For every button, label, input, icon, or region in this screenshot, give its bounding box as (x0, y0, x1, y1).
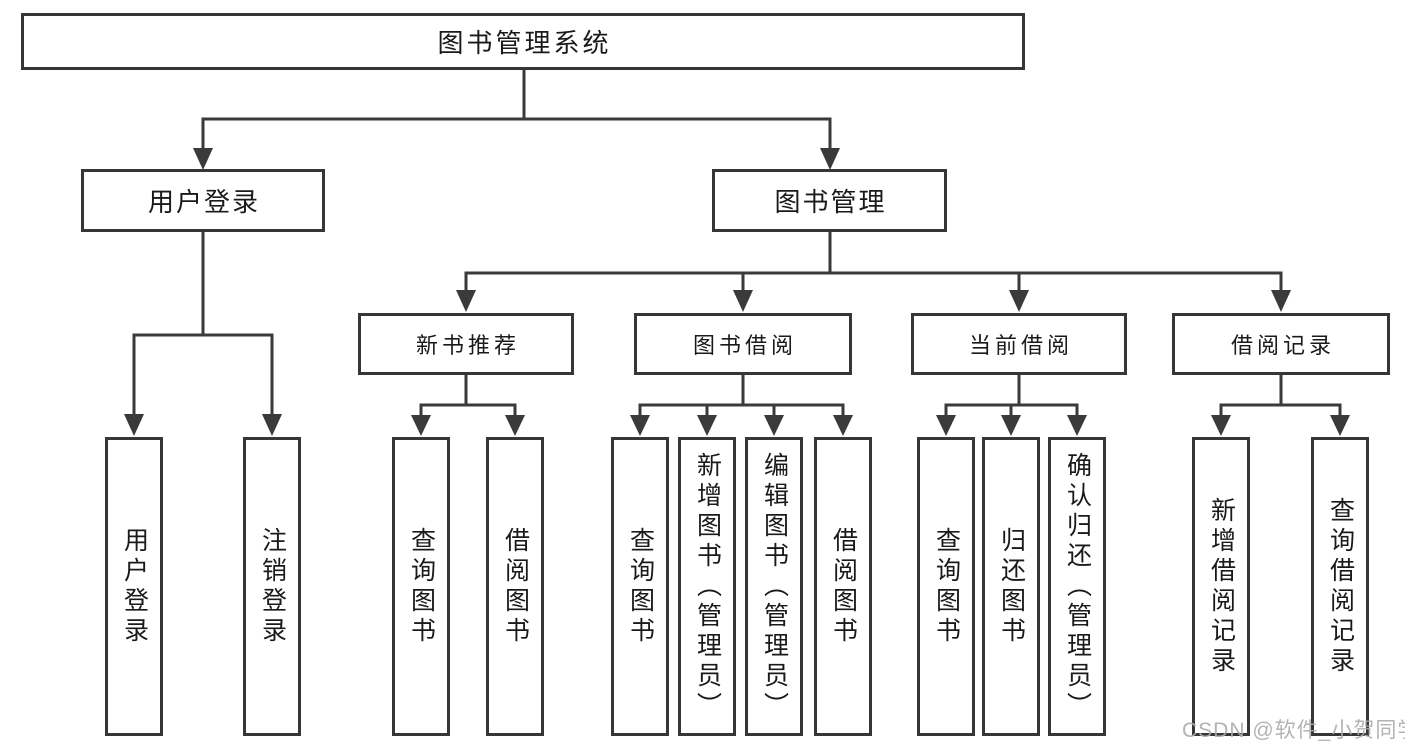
leaf-return-books: 归还图书 (982, 437, 1040, 736)
leaf-borrow-books-2: 借阅图书 (814, 437, 872, 736)
connector-new-book-recommend-children (411, 375, 525, 436)
connector-user-login-children (124, 232, 282, 436)
leaf-confirm-return-admin: 确认归还（管理员） (1048, 437, 1106, 736)
node-label: 新增图书（管理员） (693, 451, 722, 722)
node-label: 新增借阅记录 (1207, 496, 1236, 677)
leaf-query-books-1: 查询图书 (392, 437, 450, 736)
node-label: 查询借阅记录 (1326, 496, 1355, 677)
node-label: 确认归还（管理员） (1063, 451, 1092, 722)
connector-root-to-level2 (193, 70, 840, 170)
connector-book-borrowing-children (630, 375, 853, 436)
leaf-logout: 注销登录 (243, 437, 301, 736)
node-label: 图书借阅 (692, 333, 797, 358)
leaf-query-books-3: 查询图书 (917, 437, 975, 736)
node-label: 查询图书 (626, 526, 655, 647)
node-label: 注销登录 (258, 526, 287, 647)
node-user-login: 用户登录 (81, 169, 325, 232)
node-label: 图书管理 (774, 187, 887, 217)
node-label: 查询图书 (407, 526, 436, 647)
node-label: 编辑图书（管理员） (760, 451, 789, 722)
node-label: 借阅图书 (829, 526, 858, 647)
node-label: 当前借阅 (968, 333, 1073, 358)
leaf-borrow-books-1: 借阅图书 (486, 437, 544, 736)
node-label: 借阅图书 (501, 526, 530, 647)
leaf-add-books-admin: 新增图书（管理员） (678, 437, 736, 736)
leaf-query-books-2: 查询图书 (611, 437, 669, 736)
node-label: 用户登录 (120, 526, 149, 647)
connector-borrowing-records-children (1211, 375, 1350, 436)
node-book-management: 图书管理 (712, 169, 947, 232)
node-label: 图书管理系统 (437, 28, 612, 58)
node-borrowing-records: 借阅记录 (1172, 313, 1390, 375)
node-label: 归还图书 (997, 526, 1026, 647)
node-label: 用户登录 (147, 187, 260, 217)
connector-book-management-children (456, 232, 1291, 312)
node-label: 查询图书 (932, 526, 961, 647)
leaf-user-login: 用户登录 (105, 437, 163, 736)
node-label: 借阅记录 (1230, 333, 1335, 358)
connector-current-borrowing-children (936, 375, 1087, 436)
node-current-borrowing: 当前借阅 (911, 313, 1127, 375)
csdn-watermark: CSDN @软件_小贺同学 (1182, 719, 1405, 742)
leaf-query-borrow-record: 查询借阅记录 (1311, 437, 1369, 736)
node-book-borrowing: 图书借阅 (634, 313, 852, 375)
node-new-book-recommend: 新书推荐 (358, 313, 574, 375)
leaf-add-borrow-record: 新增借阅记录 (1192, 437, 1250, 736)
node-library-management-system: 图书管理系统 (21, 13, 1025, 70)
leaf-edit-books-admin: 编辑图书（管理员） (745, 437, 803, 736)
node-label: 新书推荐 (415, 333, 520, 358)
